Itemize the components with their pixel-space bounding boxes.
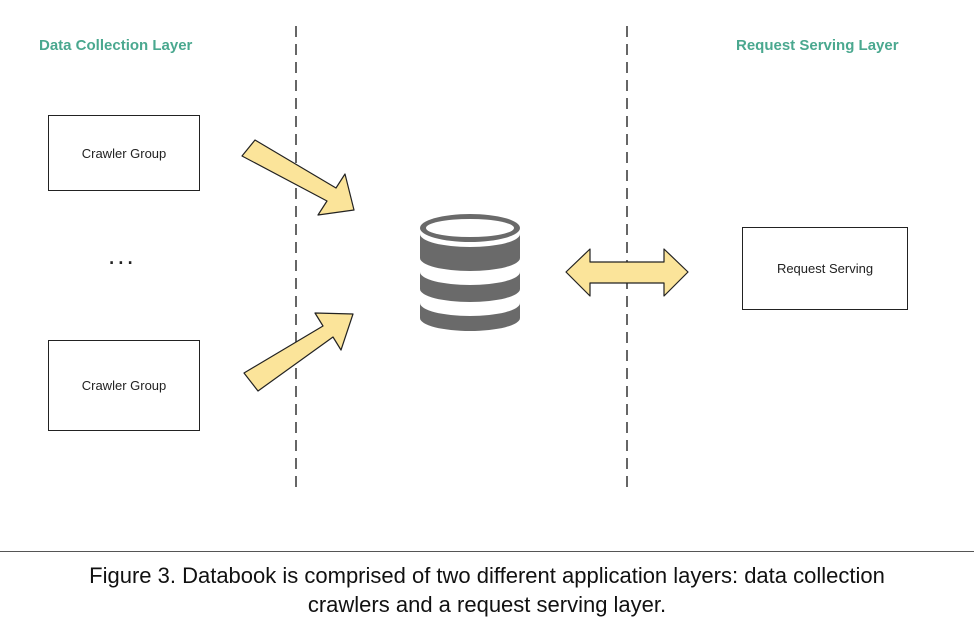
- request-serving-box: Request Serving: [742, 227, 908, 310]
- arrow-database-request-serving: [565, 248, 689, 297]
- caption-line-2: crawlers and a request serving layer.: [307, 592, 667, 617]
- data-collection-layer-title: Data Collection Layer: [39, 37, 193, 54]
- crawler-group-top: Crawler Group: [48, 115, 200, 191]
- crawler-group-bottom-label: Crawler Group: [81, 378, 167, 393]
- request-serving-label: Request Serving: [776, 261, 874, 276]
- caption-line-1: Figure 3. Databook is comprised of two d…: [89, 563, 885, 588]
- arrow-bottom-to-database: [243, 312, 354, 392]
- ellipsis: ...: [108, 240, 136, 270]
- figure-caption: Figure 3. Databook is comprised of two d…: [0, 561, 974, 619]
- database-icon: [420, 214, 520, 331]
- crawler-group-bottom: Crawler Group: [48, 340, 200, 431]
- request-serving-layer-title: Request Serving Layer: [736, 37, 899, 54]
- crawler-group-top-label: Crawler Group: [81, 145, 167, 161]
- caption-divider: [0, 551, 974, 552]
- arrow-top-to-database: [241, 139, 355, 216]
